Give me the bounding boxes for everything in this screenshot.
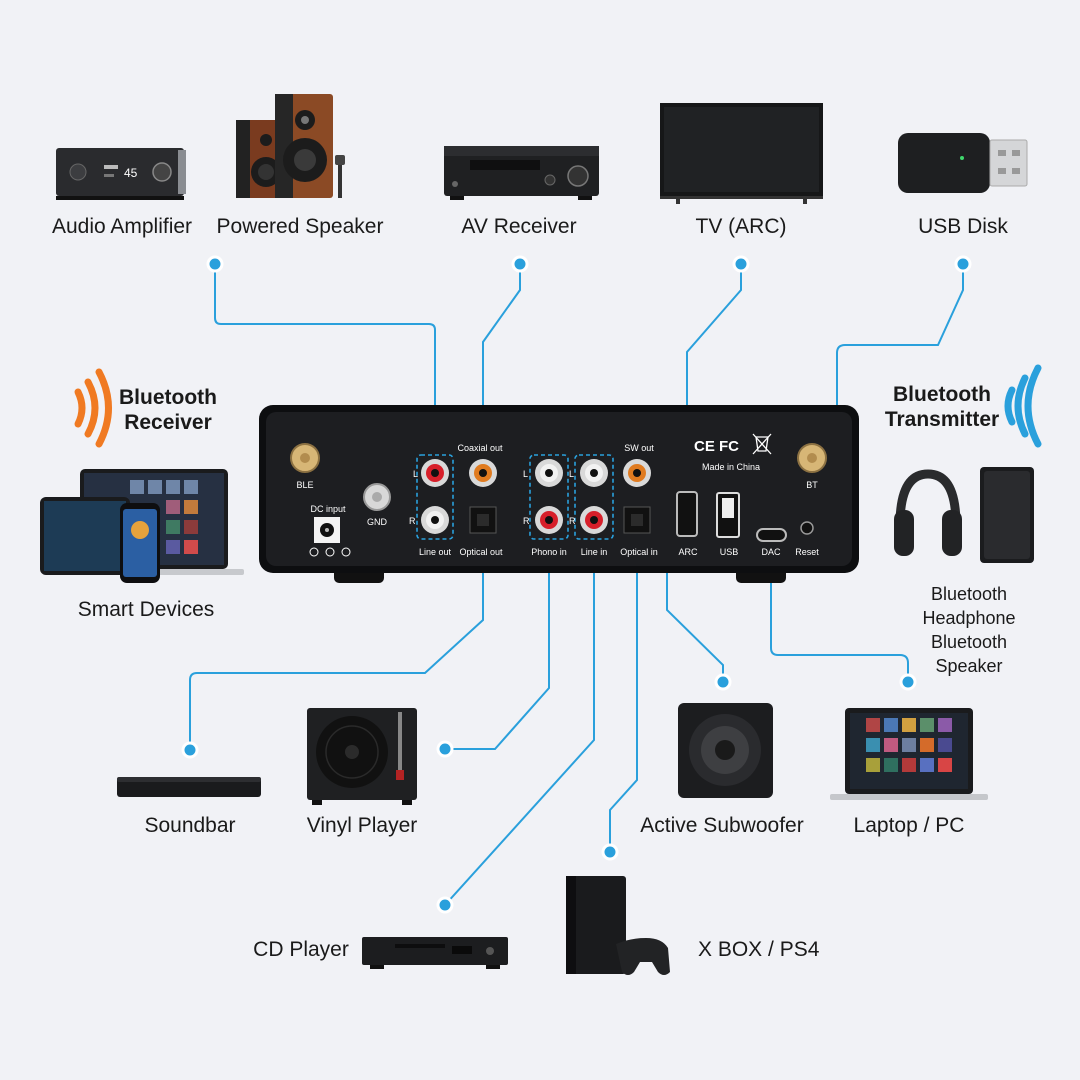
label-cd-player: CD Player xyxy=(253,938,349,961)
dot-soundbar xyxy=(181,741,199,759)
dot-laptop xyxy=(899,673,917,691)
dot-tv xyxy=(732,255,750,273)
line-console xyxy=(609,520,638,852)
line-subwoofer xyxy=(636,474,724,682)
label-console: X BOX / PS4 xyxy=(698,938,820,961)
label-laptop-pc: Laptop / PC xyxy=(853,814,965,837)
line-vinyl xyxy=(445,525,550,750)
label-audio-amplifier: Audio Amplifier xyxy=(51,215,193,238)
label-powered-speaker: Powered Speaker xyxy=(216,215,384,238)
dot-subwoofer xyxy=(714,673,732,691)
receiver-title-line2: Receiver xyxy=(124,411,212,434)
dot-amplifier xyxy=(206,255,224,273)
transmitter-title-line2: Transmitter xyxy=(884,408,1000,431)
bluetooth-transmitter-title: Bluetooth Transmitter xyxy=(885,382,999,432)
label-soundbar: Soundbar xyxy=(144,814,236,837)
label-av-receiver: AV Receiver xyxy=(461,215,577,238)
dot-vinyl xyxy=(436,740,454,758)
label-bluetooth-headphone: Bluetooth Headphone xyxy=(922,584,1016,628)
line-av-receiver xyxy=(482,264,521,465)
dot-console xyxy=(601,843,619,861)
label-vinyl-player: Vinyl Player xyxy=(306,814,418,837)
label-usb-disk: USB Disk xyxy=(918,215,1008,238)
receiver-title-line1: Bluetooth xyxy=(119,386,217,409)
line-usb-disk xyxy=(738,264,964,507)
label-active-subwoofer: Active Subwoofer xyxy=(640,814,804,837)
line-cd xyxy=(444,525,595,906)
line-amplifier xyxy=(214,264,436,460)
label-tv: TV (ARC) xyxy=(695,215,787,238)
bluetooth-devices-labels: Bluetooth Headphone Bluetooth Speaker xyxy=(914,582,1025,678)
label-bluetooth-speaker: Bluetooth Speaker xyxy=(930,632,1008,676)
line-laptop xyxy=(770,540,909,682)
dot-av-receiver xyxy=(511,255,529,273)
label-smart-devices: Smart Devices xyxy=(77,598,215,621)
line-soundbar xyxy=(189,520,484,750)
transmitter-title-line1: Bluetooth xyxy=(893,383,991,406)
dot-usb-disk xyxy=(954,255,972,273)
bluetooth-receiver-title: Bluetooth Receiver xyxy=(119,385,217,435)
dot-cd xyxy=(436,896,454,914)
line-tv xyxy=(686,264,742,490)
